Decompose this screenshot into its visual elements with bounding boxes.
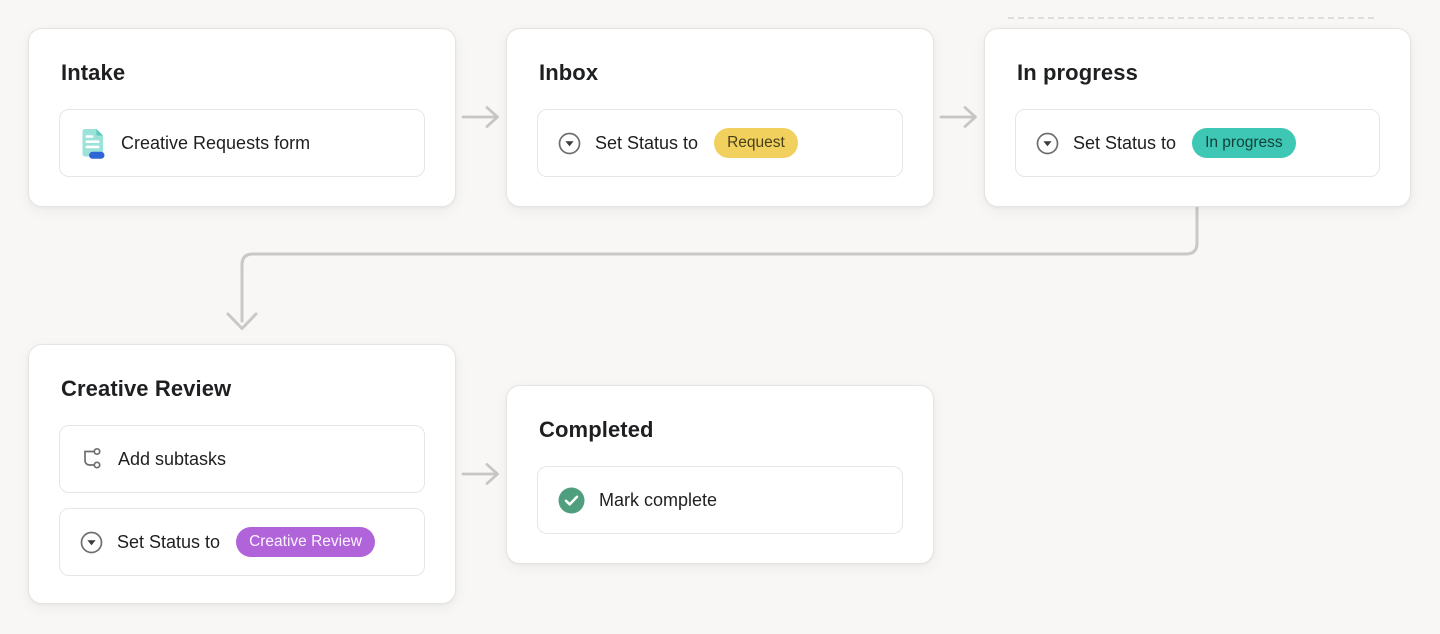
status-dropdown-icon	[80, 531, 103, 554]
status-dropdown-icon	[1036, 132, 1059, 155]
card-creative-review: Creative Review Add subtasks Set Status …	[28, 344, 456, 604]
right-arrow-icon	[461, 463, 499, 485]
status-dropdown-icon	[558, 132, 581, 155]
form-icon	[80, 127, 107, 159]
item-label: Mark complete	[599, 489, 718, 510]
item-add-subtasks[interactable]: Add subtasks	[59, 425, 425, 493]
item-label: Add subtasks	[118, 448, 227, 469]
check-circle-icon	[558, 487, 585, 514]
card-title: Completed	[539, 417, 654, 442]
right-arrow-icon	[939, 106, 977, 128]
item-set-status-creative-review[interactable]: Set Status to Creative Review	[59, 508, 425, 576]
item-creative-requests-form[interactable]: Creative Requests form	[59, 109, 425, 177]
card-intake: Intake Creative Requests form	[28, 28, 456, 207]
status-badge: In progress	[1192, 127, 1296, 159]
card-in-progress: In progress Set Status to In progress	[984, 28, 1411, 207]
right-arrow-icon	[461, 106, 499, 128]
card-inbox: Inbox Set Status to Request	[506, 28, 934, 207]
subtask-icon	[80, 447, 104, 471]
item-mark-complete[interactable]: Mark complete	[537, 466, 903, 534]
item-label: Set Status to	[117, 531, 221, 552]
item-label: Creative Requests form	[121, 132, 311, 153]
status-badge: Request	[714, 127, 798, 159]
card-title: In progress	[1017, 60, 1138, 85]
item-label: Set Status to	[1073, 132, 1177, 153]
card-title: Inbox	[539, 60, 599, 85]
card-completed: Completed Mark complete	[506, 385, 934, 564]
decorative-dashed-line	[1008, 17, 1374, 19]
item-set-status-in-progress[interactable]: Set Status to In progress	[1015, 109, 1380, 177]
item-label: Set Status to	[595, 132, 699, 153]
status-badge: Creative Review	[236, 526, 375, 558]
item-set-status-request[interactable]: Set Status to Request	[537, 109, 903, 177]
card-title: Intake	[61, 60, 126, 85]
card-title: Creative Review	[61, 376, 232, 401]
